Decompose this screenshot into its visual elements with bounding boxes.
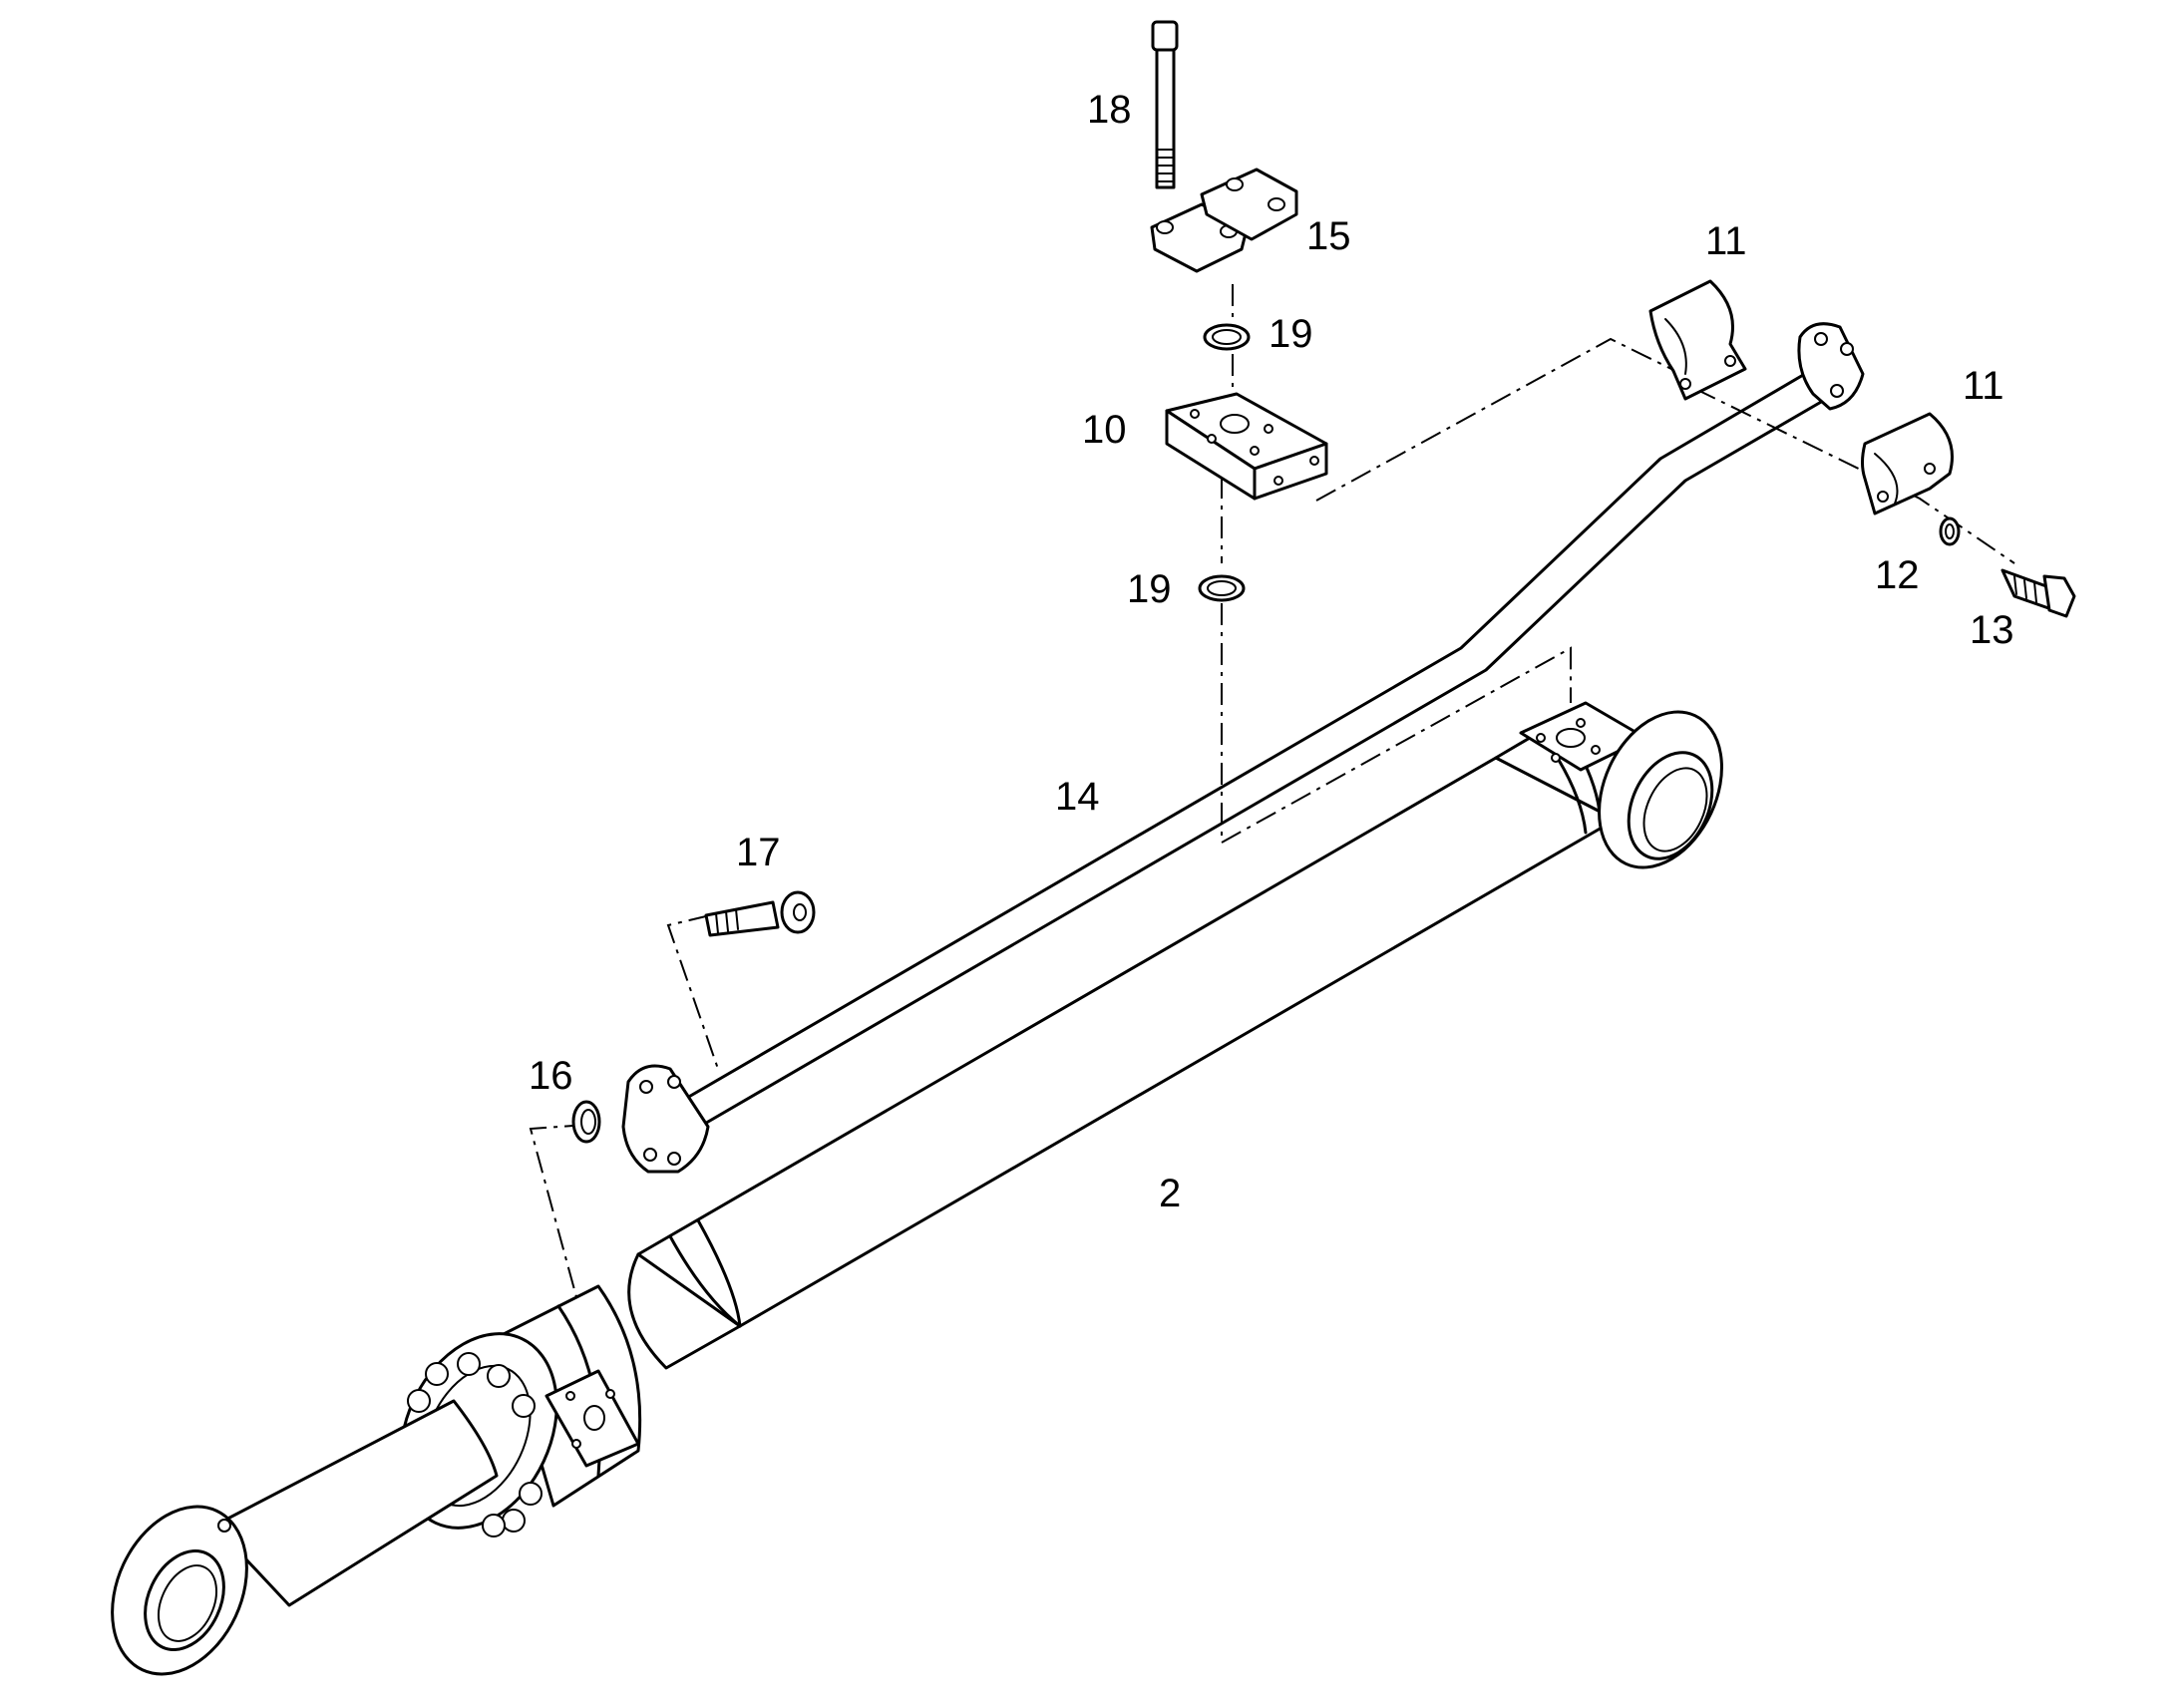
callout-12: 12 xyxy=(1875,553,1920,597)
piston-rod xyxy=(111,1399,499,1676)
pipe-clamp-a xyxy=(1648,279,1747,401)
bolt-18 xyxy=(1151,20,1179,189)
callout-16: 16 xyxy=(529,1054,573,1098)
callout-18: 18 xyxy=(1087,88,1132,132)
callout-11-b: 11 xyxy=(1963,364,2004,408)
callout-15: 15 xyxy=(1306,214,1351,258)
assembly-lines xyxy=(529,284,2015,1415)
cylinder-barrel xyxy=(627,701,1723,1370)
o-ring-19-lower xyxy=(1198,574,1246,602)
bolt-17 xyxy=(704,890,816,937)
callout-10: 10 xyxy=(1082,408,1127,452)
callout-labels: 18 15 11 19 11 10 12 19 13 14 17 16 2 xyxy=(529,88,2014,1215)
cylinder-gland xyxy=(399,1284,642,1537)
o-ring-16 xyxy=(571,1100,601,1144)
o-ring-19-upper xyxy=(1203,323,1251,351)
callout-19-upper: 19 xyxy=(1269,312,1313,356)
pipe-clamp-b xyxy=(1861,412,1954,515)
block-10 xyxy=(1165,392,1328,501)
split-flange-15 xyxy=(1150,168,1298,273)
callout-11-a: 11 xyxy=(1705,219,1747,263)
callout-17: 17 xyxy=(736,831,781,874)
bolt-13 xyxy=(2000,568,2076,618)
callout-19-lower: 19 xyxy=(1127,567,1172,611)
hydraulic-pipe xyxy=(621,322,1865,1174)
callout-14: 14 xyxy=(1055,775,1100,819)
callout-2: 2 xyxy=(1159,1172,1181,1215)
callout-13: 13 xyxy=(1970,608,2014,652)
washer-12 xyxy=(1939,516,1961,546)
